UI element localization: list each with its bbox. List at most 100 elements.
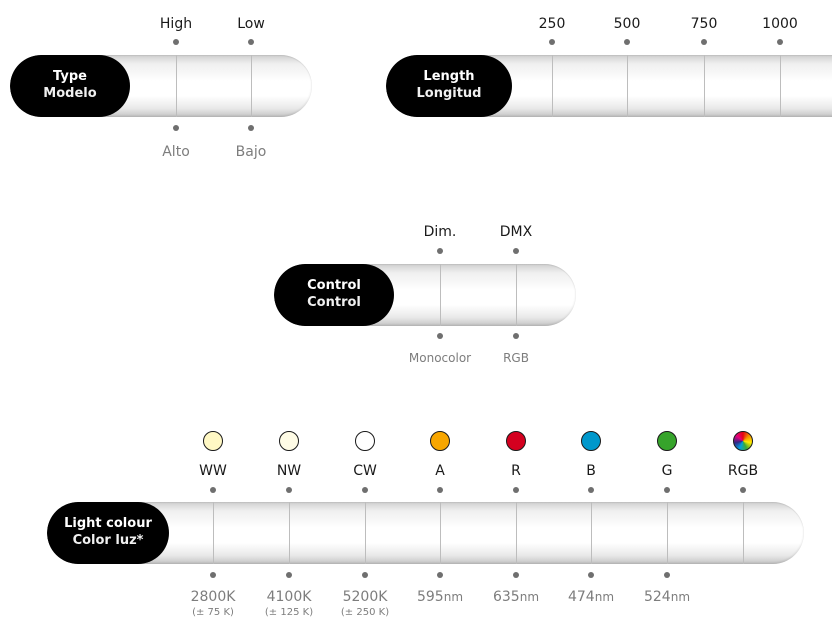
- colour-635nm-value: 635nm: [493, 589, 539, 605]
- swatch-a-icon: [430, 431, 450, 451]
- control-pill: Control Control: [274, 264, 394, 326]
- colour-a-marker: [437, 487, 443, 493]
- length-1000-label: 1000: [762, 16, 798, 32]
- swatch-cw-icon: [355, 431, 375, 451]
- colour-2800k-tolerance: (± 75 K): [192, 607, 234, 618]
- length-divider-1000: [780, 55, 781, 117]
- colour-474-number: 474: [567, 589, 595, 605]
- colour-524-number: 524: [643, 589, 671, 605]
- colour-474-unit: nm: [594, 590, 615, 604]
- colour-bar: Light colour Color luz*: [47, 502, 804, 564]
- colour-divider-r: [516, 502, 517, 564]
- colour-nw-label: NW: [276, 463, 302, 479]
- control-dim-marker: [437, 248, 443, 254]
- colour-divider-a: [440, 502, 441, 564]
- colour-rgb-marker: [740, 487, 746, 493]
- length-bar: Length Longitud: [386, 55, 832, 117]
- swatch-rgb-icon: [733, 431, 753, 451]
- colour-5200k-marker: [362, 572, 368, 578]
- type-alto-label: Alto: [162, 144, 190, 160]
- colour-524nm-marker: [664, 572, 670, 578]
- colour-5200k-number: 5200K: [342, 589, 388, 605]
- length-750-label: 750: [690, 16, 718, 32]
- length-750-marker: [701, 39, 707, 45]
- colour-595nm-marker: [437, 572, 443, 578]
- type-high-label: High: [159, 16, 193, 32]
- control-dmx-marker: [513, 248, 519, 254]
- control-title-es: Control: [307, 295, 361, 310]
- colour-635nm-marker: [513, 572, 519, 578]
- colour-divider-g: [667, 502, 668, 564]
- swatch-r-icon: [506, 431, 526, 451]
- colour-5200k-tolerance: (± 250 K): [340, 607, 390, 618]
- colour-title-en: Light colour: [64, 516, 152, 532]
- length-title-es: Longitud: [416, 86, 482, 101]
- control-bar: Control Control: [274, 264, 576, 326]
- colour-635-number: 635: [492, 589, 520, 605]
- colour-r-label: R: [511, 463, 521, 479]
- colour-635-unit: nm: [519, 590, 540, 604]
- colour-2800k-marker: [210, 572, 216, 578]
- colour-divider-b: [591, 502, 592, 564]
- type-low-label: Low: [237, 16, 265, 32]
- colour-595-number: 595: [416, 589, 444, 605]
- control-divider-dmx: [516, 264, 517, 326]
- colour-cw-label: CW: [353, 463, 377, 479]
- type-divider-high: [176, 55, 177, 117]
- swatch-ww-icon: [203, 431, 223, 451]
- colour-2800k-number: 2800K: [190, 589, 236, 605]
- length-divider-750: [704, 55, 705, 117]
- colour-r-marker: [513, 487, 519, 493]
- colour-title-es: Color luz*: [72, 533, 144, 548]
- colour-474nm-marker: [588, 572, 594, 578]
- swatch-nw-icon: [279, 431, 299, 451]
- colour-4100k-tolerance: (± 125 K): [264, 607, 314, 618]
- length-500-label: 500: [613, 16, 641, 32]
- control-rgb-marker: [513, 333, 519, 339]
- control-monocolor-label: Monocolor: [408, 351, 472, 365]
- type-title-en: Type: [53, 69, 87, 85]
- type-bajo-label: Bajo: [235, 144, 267, 160]
- colour-474nm-value: 474nm: [568, 589, 614, 605]
- control-divider-dim: [440, 264, 441, 326]
- length-divider-500: [627, 55, 628, 117]
- colour-divider-ww: [213, 502, 214, 564]
- type-bar: Type Modelo: [10, 55, 312, 117]
- colour-524nm-value: 524nm: [644, 589, 690, 605]
- type-divider-low: [251, 55, 252, 117]
- length-pill: Length Longitud: [386, 55, 512, 117]
- control-title-en: Control: [307, 278, 361, 294]
- length-1000-marker: [777, 39, 783, 45]
- type-low-marker: [248, 39, 254, 45]
- colour-nw-marker: [286, 487, 292, 493]
- length-title-en: Length: [423, 69, 475, 85]
- control-monocolor-marker: [437, 333, 443, 339]
- colour-ww-marker: [210, 487, 216, 493]
- length-divider-250: [552, 55, 553, 117]
- colour-divider-nw: [289, 502, 290, 564]
- colour-524-unit: nm: [670, 590, 691, 604]
- colour-2800k-value: 2800K: [191, 589, 236, 605]
- swatch-g-icon: [657, 431, 677, 451]
- colour-5200k-value: 5200K: [343, 589, 388, 605]
- control-rgb-label: RGB: [503, 351, 529, 365]
- colour-rgb-label: RGB: [727, 463, 759, 479]
- control-dim-label: Dim.: [423, 224, 457, 240]
- colour-595-unit: nm: [443, 590, 464, 604]
- colour-b-marker: [588, 487, 594, 493]
- colour-ww-label: WW: [199, 463, 227, 479]
- colour-pill: Light colour Color luz*: [47, 502, 169, 564]
- type-alto-marker: [173, 125, 179, 131]
- colour-595nm-value: 595nm: [417, 589, 463, 605]
- colour-divider-cw: [365, 502, 366, 564]
- type-title-es: Modelo: [43, 86, 97, 101]
- colour-divider-rgb: [743, 502, 744, 564]
- type-bajo-marker: [248, 125, 254, 131]
- colour-g-marker: [664, 487, 670, 493]
- type-high-marker: [173, 39, 179, 45]
- colour-4100k-value: 4100K: [267, 589, 312, 605]
- swatch-b-icon: [581, 431, 601, 451]
- colour-cw-marker: [362, 487, 368, 493]
- control-dmx-label: DMX: [499, 224, 533, 240]
- colour-g-label: G: [661, 463, 673, 479]
